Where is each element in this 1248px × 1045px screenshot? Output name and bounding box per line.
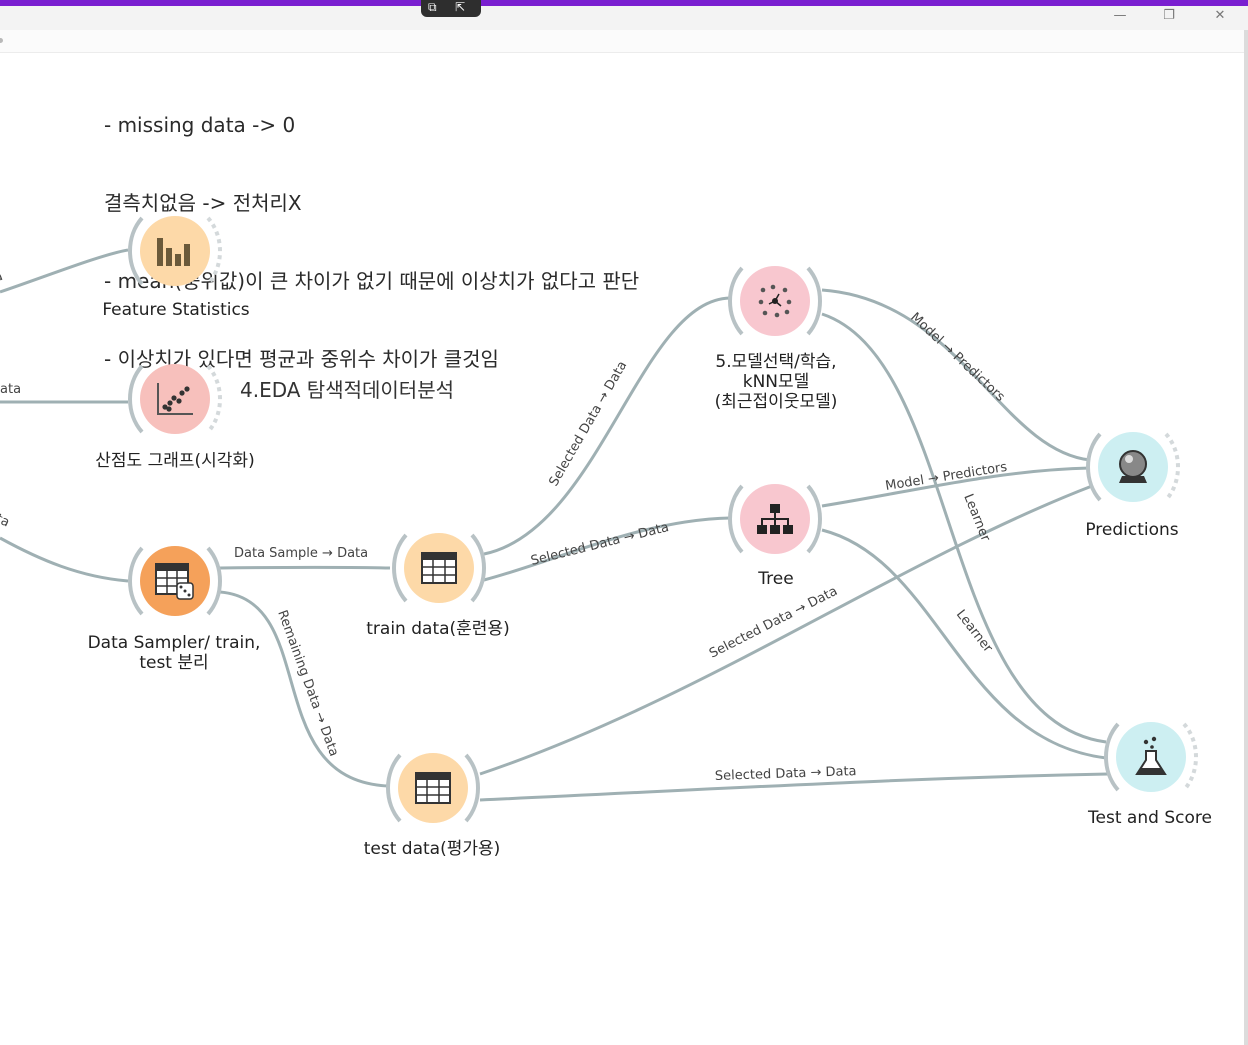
table-icon: [404, 533, 474, 603]
window-accent-bar: [0, 0, 1248, 6]
link-label-tree-predictions: Model → Predictors: [884, 460, 1008, 494]
scatter-icon: [140, 364, 210, 434]
share-icon[interactable]: ⇱: [455, 0, 466, 14]
widget-frame: [728, 484, 822, 554]
test-and-score-widget[interactable]: [1104, 710, 1204, 810]
link-label-partial: ata: [0, 382, 21, 397]
minimize-icon[interactable]: —: [1113, 8, 1127, 23]
bar-chart-icon: [140, 216, 210, 286]
widget-frame: [128, 546, 222, 616]
link-label-sampler-test: Remaining Data → Data: [274, 608, 341, 758]
snap-icon[interactable]: ⧉: [428, 0, 437, 14]
test-data-widget[interactable]: [386, 741, 486, 841]
link-tree-predictions: [821, 466, 1091, 508]
link-knn-score: [821, 312, 1107, 744]
widget-frame: [128, 364, 222, 434]
train-data-widget[interactable]: [392, 521, 492, 621]
table-icon: [398, 753, 468, 823]
link-test-score: [479, 772, 1109, 802]
link-tree-score: [821, 528, 1107, 760]
link-knn-predictions: [821, 288, 1091, 462]
widget-frame: [392, 533, 486, 603]
note-line: - missing data -> 0: [104, 113, 296, 137]
tree-icon: [740, 484, 810, 554]
knn-label-line: kNN모델: [742, 372, 810, 392]
widget-frame: [1086, 432, 1180, 502]
predictions-label: Predictions: [1085, 520, 1179, 540]
test-and-score-label: Test and Score: [1088, 808, 1212, 828]
link-sampler-train: [219, 565, 391, 570]
knn-icon: [740, 266, 810, 336]
close-icon[interactable]: ✕: [1214, 8, 1226, 23]
data-sampler-label-line: test 분리: [139, 653, 209, 673]
flask-icon: [1116, 722, 1186, 792]
test-data-label: test data(평가용): [363, 839, 501, 859]
link-in-sampler: [0, 536, 129, 583]
knn-label: 5.모델선택/학습, kNN모델 (최근접이웃모델): [690, 352, 862, 412]
widget-frame: [128, 216, 222, 286]
link-sampler-test: [219, 590, 389, 788]
widget-frame: [728, 266, 822, 336]
link-train-knn: [483, 296, 731, 556]
floating-toolbar[interactable]: ⧉ ⇱: [421, 0, 481, 17]
link-label-knn-score: Learner: [960, 492, 993, 544]
title-bar: [0, 6, 1248, 30]
tree-label: Tree: [758, 569, 794, 589]
link-label-partial: ata: [0, 508, 12, 530]
feature-statistics-widget[interactable]: [128, 204, 228, 304]
link-test-predictions: [479, 484, 1093, 776]
data-sampler-label-line: Data Sampler/ train,: [87, 633, 261, 653]
link-label-test-predictions: Selected Data → Data: [707, 584, 840, 662]
predictions-widget[interactable]: [1086, 420, 1186, 520]
knn-label-line: 5.모델선택/학습,: [715, 352, 837, 372]
link-label-sampler-train: Data Sample → Data: [234, 546, 368, 561]
restore-icon[interactable]: ❐: [1163, 8, 1175, 23]
link-label-test-score: Selected Data → Data: [715, 764, 857, 784]
data-sampler-label: Data Sampler/ train, test 분리: [84, 633, 264, 673]
canvas-marker: [0, 38, 3, 43]
knn-widget[interactable]: [728, 254, 828, 354]
link-label-train-tree: Selected Data → Data: [529, 520, 670, 569]
link-train-tree: [483, 516, 731, 582]
notes-text: - missing data -> 0 결측치없음 -> 전처리X - mean…: [104, 60, 639, 398]
train-data-label: train data(훈련용): [366, 619, 510, 639]
note-line: 결측치없음 -> 전처리X: [104, 191, 302, 215]
tree-widget[interactable]: [728, 472, 828, 572]
table-dice-icon: [140, 546, 210, 616]
scatter-plot-widget[interactable]: [128, 352, 228, 452]
note-line: - mean(중위값)이 큰 차이가 없기 때문에 이상치가 없다고 판단: [104, 269, 640, 293]
feature-statistics-label: Feature Statistics: [102, 300, 250, 320]
scrollbar[interactable]: [1244, 30, 1248, 1045]
eda-annotation: 4.EDA 탐색적데이터분석: [240, 378, 455, 402]
data-sampler-widget[interactable]: [128, 534, 228, 634]
link-in-feature-stats: [0, 248, 129, 294]
link-label-knn-predictions: Model → Predictors: [907, 310, 1007, 405]
link-label-partial: a: [0, 269, 5, 286]
crystal-ball-icon: [1098, 432, 1168, 502]
scatter-plot-label: 산점도 그래프(시각화): [95, 451, 255, 471]
widget-frame: [1104, 722, 1198, 792]
widget-frame: [386, 753, 480, 823]
knn-label-line: (최근접이웃모델): [714, 392, 838, 412]
toolbar-strip: [0, 30, 1248, 53]
